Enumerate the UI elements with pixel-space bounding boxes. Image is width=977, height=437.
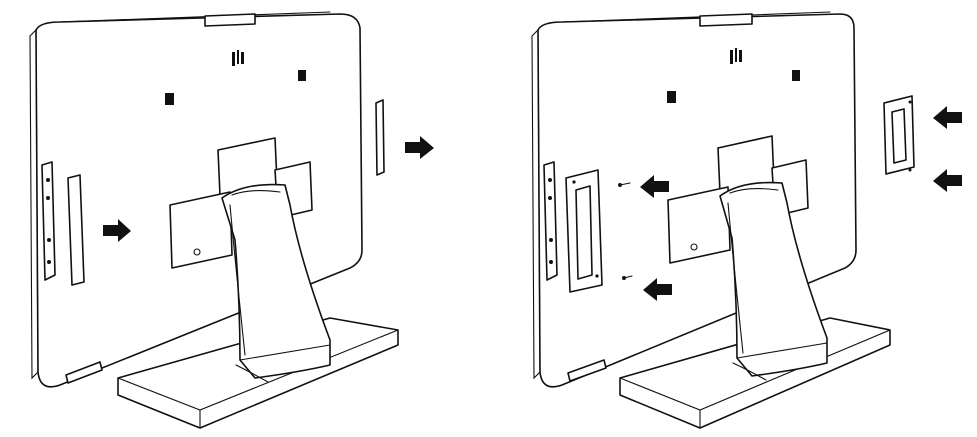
arrow-left-icon (640, 175, 669, 198)
vent-left-1 (165, 93, 174, 105)
side-port-strip-right (543, 161, 558, 281)
stand-neck-right (719, 181, 828, 377)
vent-right-1 (667, 91, 676, 103)
detached-handle-left (375, 99, 385, 176)
right-panel (531, 11, 962, 429)
arrow-left-icon (933, 106, 962, 129)
screw-upper (618, 182, 631, 187)
vent-left-2 (298, 70, 306, 81)
handle-slot-left (67, 174, 85, 286)
screw-lower (622, 275, 633, 280)
elo-logo-left (232, 50, 244, 66)
elo-logo-right (730, 48, 742, 64)
stand-neck-left (221, 183, 331, 379)
left-panel (29, 11, 434, 429)
side-port-strip-left (41, 161, 56, 281)
arrow-left-icon (933, 169, 962, 192)
vent-right-2 (792, 70, 800, 81)
arrow-left-icon (643, 278, 672, 301)
arrow-right-icon (405, 136, 434, 159)
arrow-right-icon (103, 219, 131, 242)
